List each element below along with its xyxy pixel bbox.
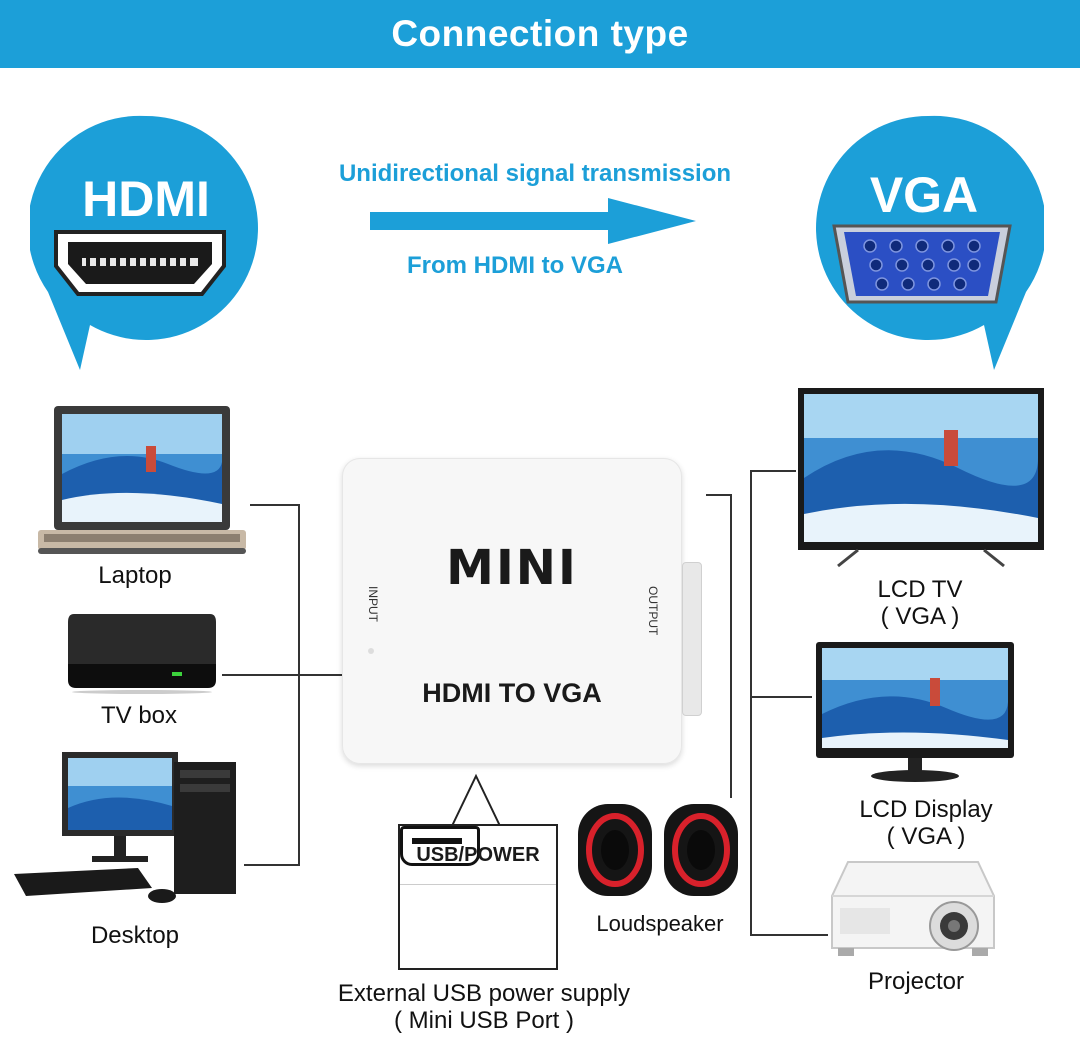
usb-power-panel: USB/POWER	[398, 824, 558, 970]
output-from-adapter-line	[730, 494, 732, 798]
page-title: Connection type	[391, 13, 689, 54]
output-label-lcd-tv: LCD TV ( VGA )	[820, 576, 1020, 630]
power-caption-line1: External USB power supply	[337, 980, 631, 1007]
vga-connector-icon	[832, 224, 1012, 304]
tv-box-icon	[68, 614, 216, 694]
power-caption-line2: ( Mini USB Port )	[393, 1007, 575, 1034]
output-label-lcd-tv-type: ( VGA )	[880, 603, 960, 630]
source-label-desktop: Desktop	[90, 922, 180, 949]
projector-icon	[831, 861, 995, 956]
output-label-projector: Projector	[867, 968, 965, 995]
adapter-vga-port	[682, 562, 702, 716]
adapter-led-indicator	[368, 648, 374, 654]
vga-badge-label: VGA	[869, 167, 979, 223]
source-label-laptop: Laptop	[98, 562, 172, 589]
output-connector-line	[750, 934, 828, 936]
hdmi-to-vga-adapter: MINI HDMI TO VGA INPUT OUTPUT	[342, 458, 682, 764]
audio-label-loudspeaker: Loudspeaker	[596, 911, 724, 936]
source-to-adapter-line	[298, 674, 344, 676]
source-connector-line	[244, 864, 300, 866]
hdmi-connector-icon	[54, 230, 226, 296]
usb-panel-divider	[400, 884, 556, 885]
output-bracket-line	[750, 470, 752, 936]
output-label-lcd-tv-name: LCD TV	[877, 576, 963, 603]
source-connector-line	[222, 674, 300, 676]
lcd-tv-icon	[798, 388, 1044, 568]
usb-power-title: USB/POWER	[416, 844, 540, 866]
adapter-input-label: INPUT	[366, 586, 380, 622]
output-connector-line	[750, 696, 812, 698]
laptop-icon	[38, 406, 246, 554]
source-connector-line	[250, 504, 300, 506]
signal-arrow-icon	[370, 198, 696, 244]
usb-callout-line	[451, 773, 501, 827]
output-label-lcd-display: LCD Display ( VGA )	[826, 796, 1026, 850]
desktop-computer-icon	[14, 752, 236, 903]
adapter-output-label: OUTPUT	[646, 586, 660, 636]
source-bracket-line	[298, 504, 300, 866]
adapter-brand-label: MINI	[446, 540, 578, 596]
lcd-display-icon	[816, 642, 1014, 782]
output-connector-line	[750, 470, 796, 472]
signal-caption-top: Unidirectional signal transmission	[338, 160, 732, 187]
adapter-model-label: HDMI TO VGA	[422, 678, 602, 708]
power-caption: External USB power supply ( Mini USB Por…	[308, 980, 660, 1034]
output-label-lcd-display-name: LCD Display	[859, 796, 993, 823]
mini-usb-port-icon	[400, 826, 480, 866]
signal-caption-bottom: From HDMI to VGA	[407, 252, 623, 279]
page-header: Connection type	[0, 0, 1080, 68]
hdmi-badge-label: HDMI	[82, 171, 210, 227]
output-label-lcd-display-type: ( VGA )	[886, 823, 966, 850]
loudspeaker-icon	[578, 804, 738, 896]
source-label-tv-box: TV box	[100, 702, 178, 729]
output-from-adapter-line	[706, 494, 732, 496]
